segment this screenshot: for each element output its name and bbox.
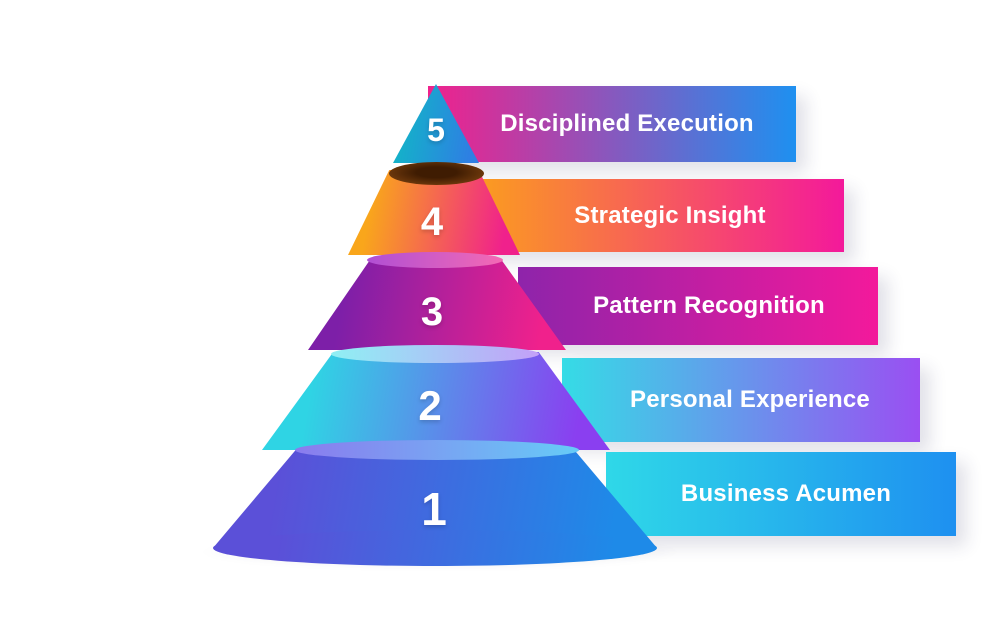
level-label: Personal Experience [630,386,870,413]
level-label: Pattern Recognition [593,292,825,319]
segment-lip-1 [295,440,579,460]
level-number-3: 3 [420,290,444,334]
level-label: Strategic Insight [574,201,766,229]
level-label: Disciplined Execution [500,110,754,137]
banner-level-2: Personal Experience [562,358,920,442]
banner-level-5: Disciplined Execution [428,86,796,162]
segment-lip-4 [389,162,484,185]
level-number-5: 5 [427,112,445,148]
pyramid-base-1 [213,530,657,566]
level-number-1: 1 [421,483,447,535]
level-number-4: 4 [420,200,444,244]
banner-level-3: Pattern Recognition [518,267,878,345]
segment-lip-3 [367,252,503,268]
banner-level-1: Business Acumen [606,452,956,536]
segment-lip-2 [331,345,539,363]
level-label: Business Acumen [680,480,892,507]
level-number-2: 2 [418,382,442,429]
banner-level-4: Strategic Insight [462,179,844,252]
